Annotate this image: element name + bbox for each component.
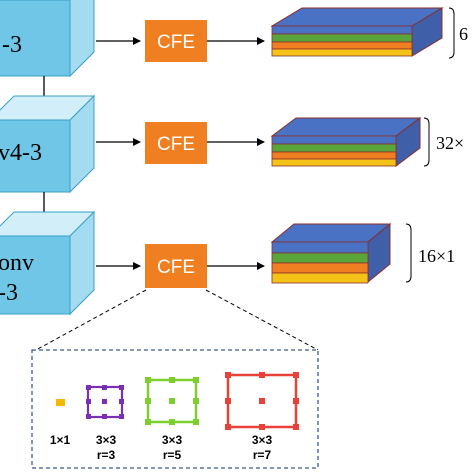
legend-kernel-3-rate: r=3: [97, 448, 116, 462]
legend-kernel-7-rate: r=7: [253, 448, 272, 462]
cfe-module-2: CFE: [145, 122, 207, 164]
conv-block-1-label: -3: [2, 32, 22, 58]
cfe-label-2: CFE: [157, 134, 195, 155]
conv-block-3-label: onv: [0, 250, 34, 276]
cfe-label-3: CFE: [157, 257, 195, 278]
feature-stack-1: [270, 7, 444, 57]
dimension-bracket-3: [405, 223, 412, 283]
conv-block-1: -3: [0, 0, 95, 78]
kernel-1x1-icon: [56, 399, 65, 406]
conv-block-2: v4-3: [0, 94, 96, 194]
dimension-label-2: 32×: [436, 133, 464, 153]
kernel-3x3-r3-icon: [86, 385, 124, 419]
dimension-label-3: 16×1: [418, 246, 455, 266]
conv-block-3: onv -3: [0, 210, 96, 316]
legend-kernel-5-rate: r=5: [163, 448, 182, 462]
kernel-3x3-r5-icon: [145, 377, 199, 425]
dimension-label-1: 6: [459, 24, 468, 44]
dimension-bracket-2: [423, 117, 430, 167]
dimension-bracket-1: [448, 7, 455, 59]
cfe-module-3: CFE: [145, 244, 207, 288]
cfe-module-1: CFE: [145, 20, 207, 62]
conv-block-2-label: v4-3: [0, 140, 42, 166]
kernel-3x3-r7-icon: [225, 372, 299, 430]
legend-kernel-5-size: 3×3: [162, 433, 183, 447]
zoom-line-right: [205, 289, 319, 351]
feature-stack-3: [270, 222, 392, 284]
conv-block-3-label-2: -3: [0, 280, 18, 306]
legend-kernel-1-size: 1×1: [50, 433, 71, 447]
cfe-label-1: CFE: [157, 32, 195, 53]
legend-kernel-7-size: 3×3: [252, 433, 273, 447]
feature-stack-2: [270, 117, 422, 167]
legend-kernel-3-size: 3×3: [96, 433, 117, 447]
cfe-kernel-legend-box: [31, 349, 319, 469]
